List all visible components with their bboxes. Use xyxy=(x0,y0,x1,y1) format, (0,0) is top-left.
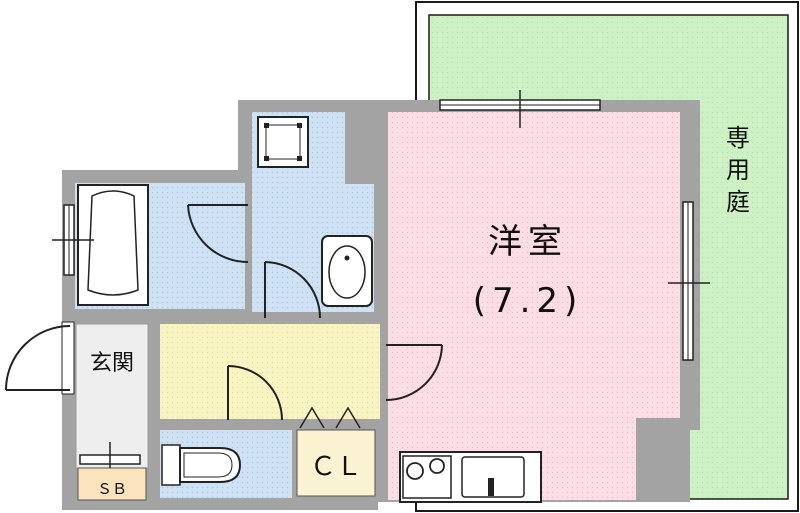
garden-label-line-3: 庭 xyxy=(726,188,750,216)
kitchen-counter xyxy=(399,451,542,503)
door-closet xyxy=(299,406,361,429)
door-bath xyxy=(187,204,249,264)
entrance-area xyxy=(75,323,149,469)
hallway-area xyxy=(160,324,380,419)
shoe-box xyxy=(77,467,147,501)
closet-area xyxy=(296,429,376,497)
garden-label-line-2: 用 xyxy=(726,156,750,184)
garden-label-line-1: 専 xyxy=(726,124,750,152)
bathtub xyxy=(77,184,149,306)
stove-burner-icon xyxy=(406,462,424,480)
window-entrance xyxy=(79,442,141,468)
sink-icon xyxy=(461,456,525,498)
door-western-room xyxy=(385,344,443,401)
door-washroom xyxy=(264,261,321,319)
entrance-label: 玄関 xyxy=(90,351,134,376)
shoe-box-label: ＳＢ xyxy=(97,480,127,498)
bathroom-wall-strip xyxy=(374,184,388,324)
western-room-name: 洋室 xyxy=(488,222,568,262)
western-room xyxy=(388,112,682,502)
stove-burner-icon xyxy=(429,458,445,474)
door-toilet xyxy=(227,365,283,421)
western-room-size: (7.2) xyxy=(473,281,584,321)
toilet-icon xyxy=(161,444,242,486)
window-bath xyxy=(52,204,94,276)
window-top xyxy=(439,90,601,128)
closet-label: ＣＬ xyxy=(310,452,362,482)
bathroom-wall-block xyxy=(345,112,388,184)
door-entrance xyxy=(5,321,75,395)
washbasin-icon xyxy=(321,235,373,307)
washing-machine-icon xyxy=(257,116,309,168)
window-right xyxy=(668,201,710,361)
